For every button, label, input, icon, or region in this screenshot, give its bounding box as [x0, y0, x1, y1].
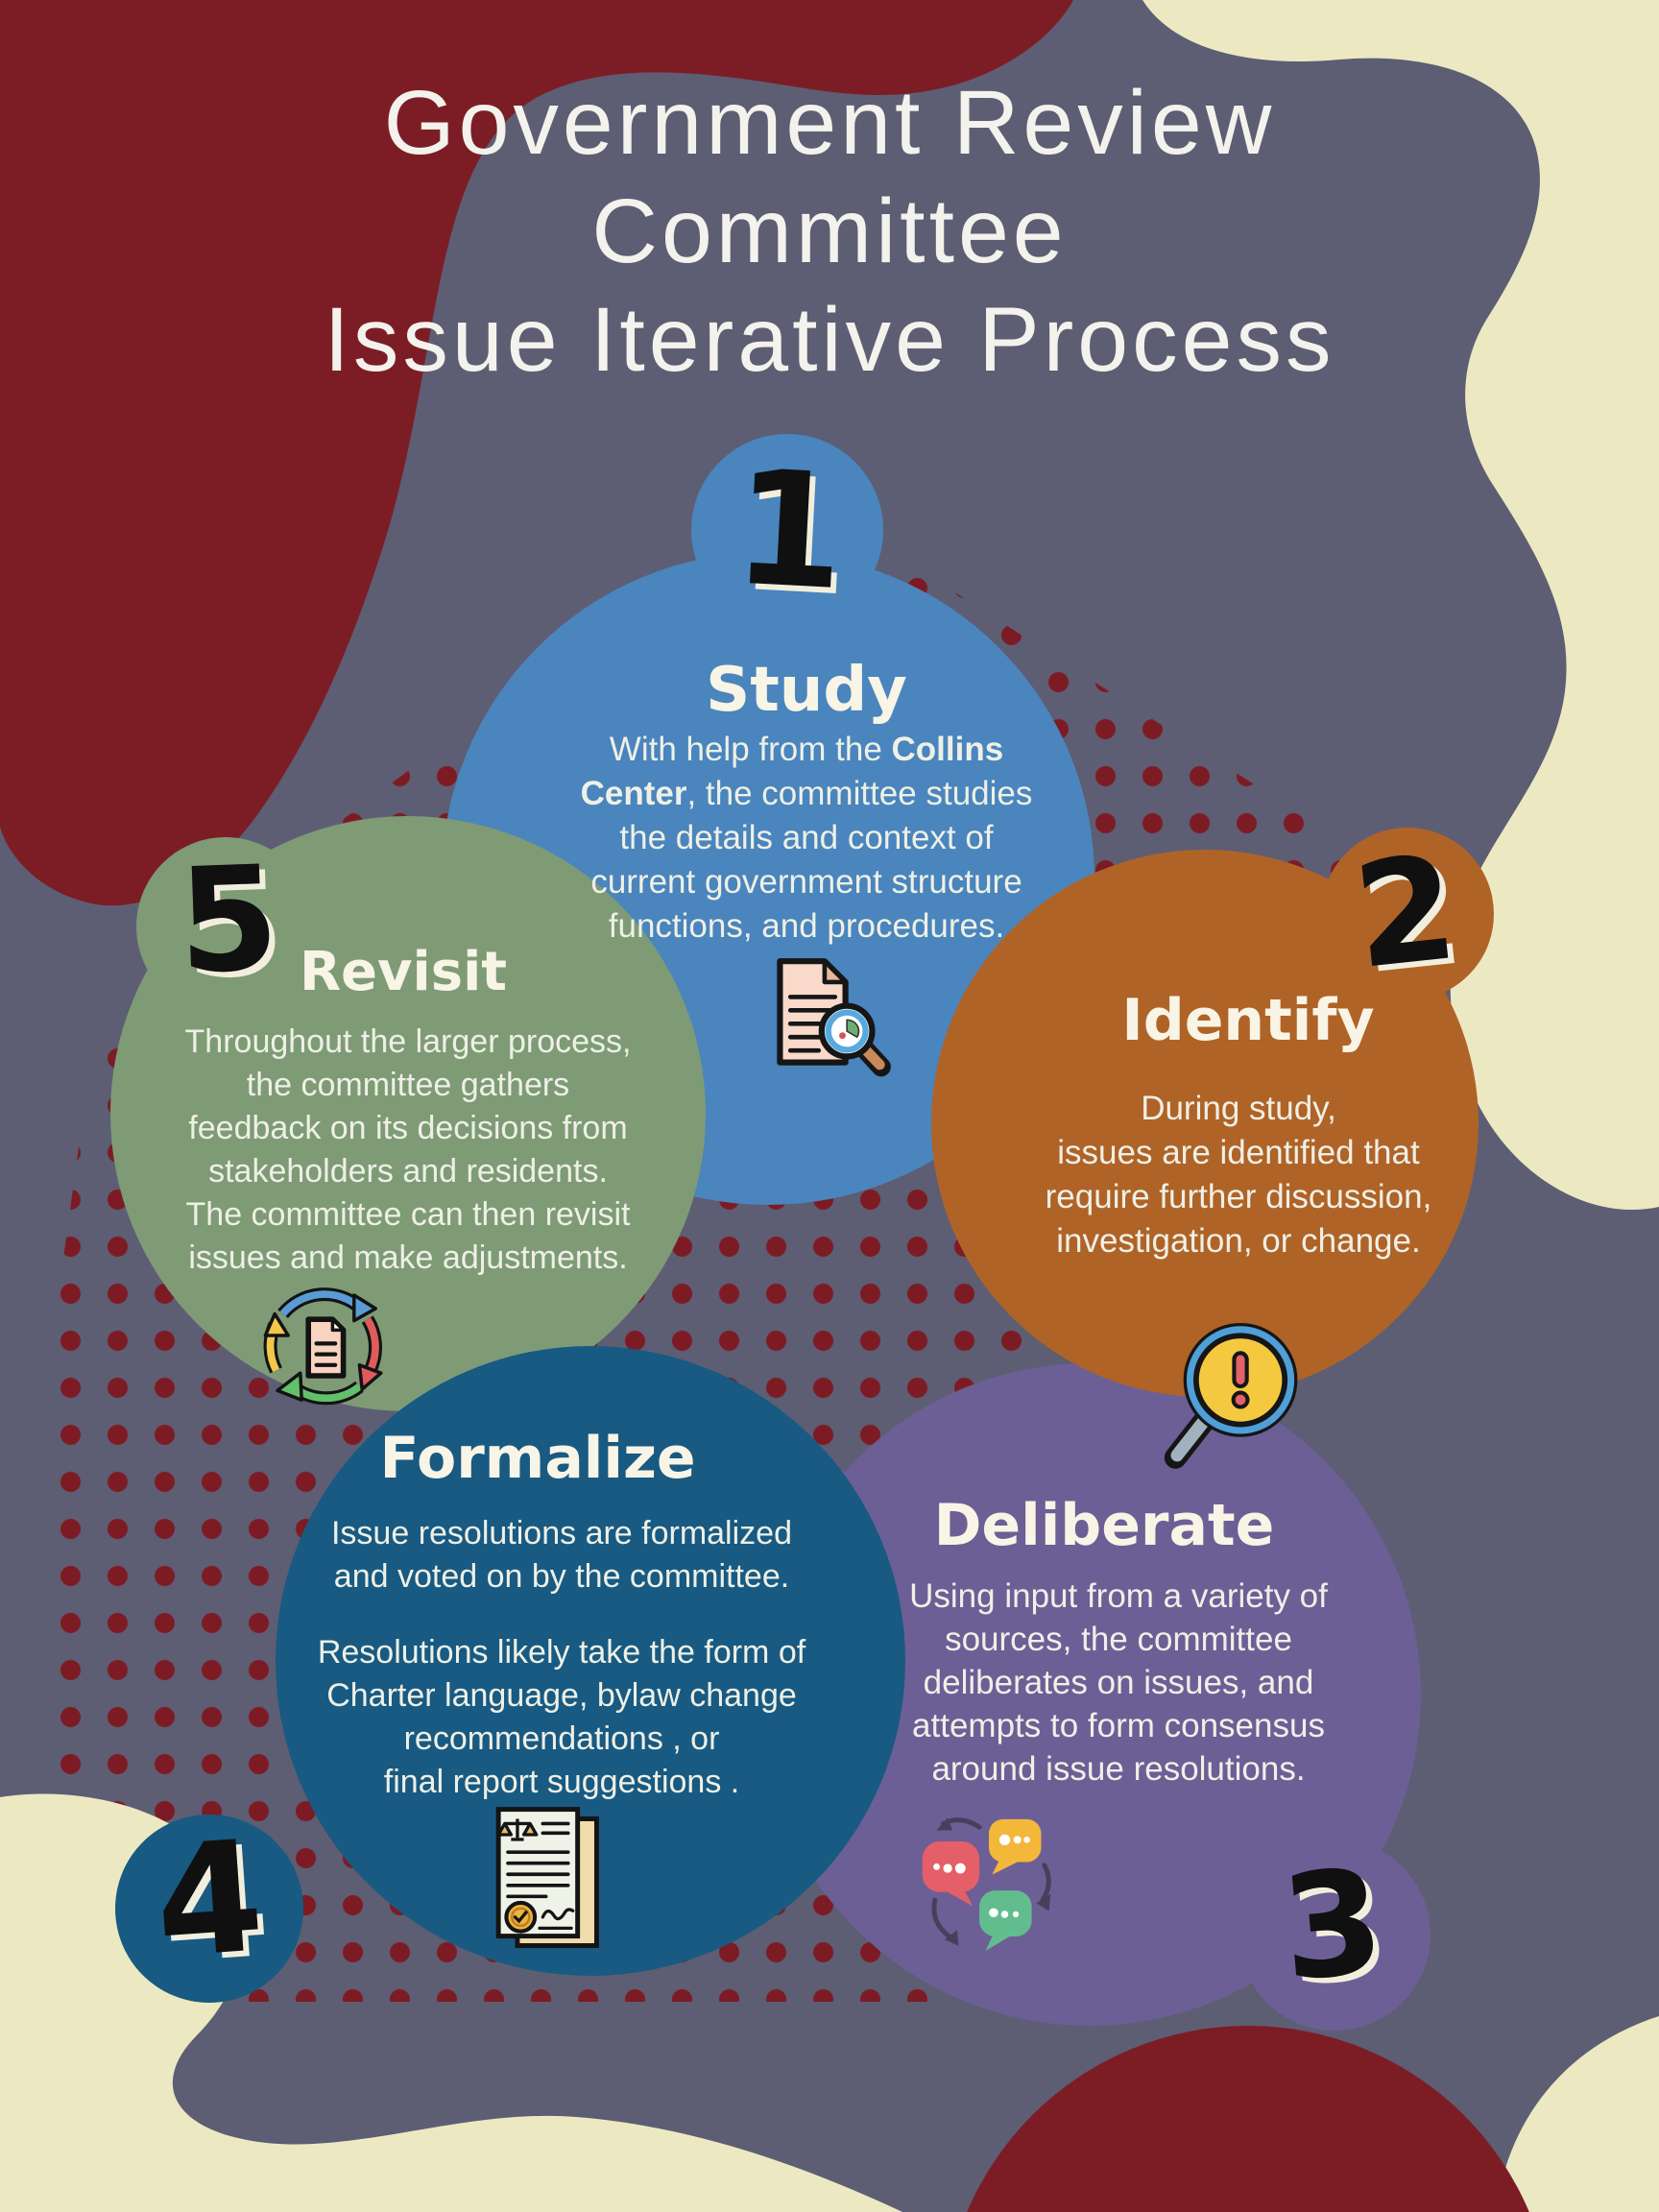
formalize-text-line: recommendations , or: [403, 1720, 720, 1757]
maroon-blob-bottom-circle: [967, 2026, 1529, 2212]
document-magnifier-icon: [751, 955, 904, 1109]
identify-number-badge: [1321, 828, 1494, 1000]
identify-number: 2: [1347, 825, 1464, 1002]
poster-title-line: Government Review: [383, 72, 1276, 174]
revisit-text: Throughout the larger process, the commi…: [139, 1021, 677, 1280]
revisit-text-line: the committee gathers: [246, 1067, 570, 1103]
formalize-text-line: final report suggestions .: [383, 1764, 740, 1800]
formalize-text-line: Charter language, bylaw change: [326, 1677, 797, 1714]
formalize-number: 4: [149, 1806, 270, 1993]
revisit-text-line: Throughout the larger process,: [184, 1023, 632, 1060]
deliberate-text-line: around issue resolutions.: [931, 1750, 1306, 1788]
identify-title: Identify: [1121, 987, 1375, 1054]
study-text-line: Center, the committee studies: [580, 775, 1033, 812]
deliberate-number: 3: [1275, 1838, 1390, 2014]
study-number: 1: [729, 435, 850, 626]
deliberate-number-badge: [1238, 1839, 1431, 2031]
identify-text-line: issues are identified that: [1057, 1134, 1420, 1171]
legal-document-icon: [472, 1803, 616, 1966]
identify-text-line: require further discussion,: [1045, 1178, 1432, 1215]
deliberate-text-line: sources, the committee: [945, 1621, 1292, 1658]
formalize-number-badge: [115, 1815, 303, 2003]
identify-text-line: During study,: [1141, 1090, 1336, 1127]
study-number-badge: [691, 434, 883, 626]
poster-title-line: Committee: [591, 180, 1068, 282]
deliberate-text-line: deliberates on issues, and: [923, 1664, 1314, 1701]
revisit-text-line: stakeholders and residents.: [208, 1153, 608, 1190]
revisit-text-line: The committee can then revisit: [185, 1196, 631, 1233]
study-text-line: With help from the Collins: [609, 731, 1004, 768]
study-text: With help from the Collins Center, the c…: [499, 728, 1114, 949]
magnifier-alert-icon: [1150, 1323, 1309, 1486]
study-text-line: current government structure: [590, 863, 1022, 901]
deliberate-text-line: attempts to form consensus: [912, 1707, 1325, 1744]
poster-title-line: Issue Iterative Process: [324, 289, 1335, 391]
identify-text: During study, issues are identified that…: [989, 1087, 1488, 1263]
formalize-text-line: [274, 1599, 850, 1631]
deliberate-text: Using input from a variety of sources, t…: [850, 1575, 1387, 1791]
formalize-text-line: Issue resolutions are formalized: [330, 1515, 792, 1551]
poster-title: Government Review Committee Issue Iterat…: [0, 69, 1659, 395]
study-text-line: functions, and procedures.: [608, 907, 1005, 945]
cream-blob-top-right: [1142, 0, 1659, 1211]
maroon-blob-top-left: [0, 0, 1073, 906]
study-text-line: the details and context of: [619, 819, 994, 856]
formalize-title: Formalize: [379, 1425, 696, 1492]
deliberate-title: Deliberate: [933, 1492, 1275, 1559]
identify-text-line: investigation, or change.: [1056, 1222, 1421, 1260]
document-cycle-icon: [257, 1282, 392, 1421]
formalize-text: Issue resolutions are formalized and vot…: [274, 1512, 850, 1804]
cream-blob-bottom-right: [1496, 2016, 1659, 2212]
chat-bubbles-icon: [907, 1810, 1070, 1973]
study-title: Study: [706, 655, 907, 726]
revisit-text-line: issues and make adjustments.: [188, 1239, 628, 1276]
formalize-text-line: and voted on by the committee.: [333, 1558, 790, 1595]
revisit-text-line: feedback on its decisions from: [188, 1110, 628, 1146]
revisit-title: Revisit: [299, 941, 508, 1003]
revisit-number-badge: [136, 837, 315, 1016]
formalize-text-line: Resolutions likely take the form of: [317, 1634, 806, 1671]
deliberate-text-line: Using input from a variety of: [909, 1577, 1328, 1615]
